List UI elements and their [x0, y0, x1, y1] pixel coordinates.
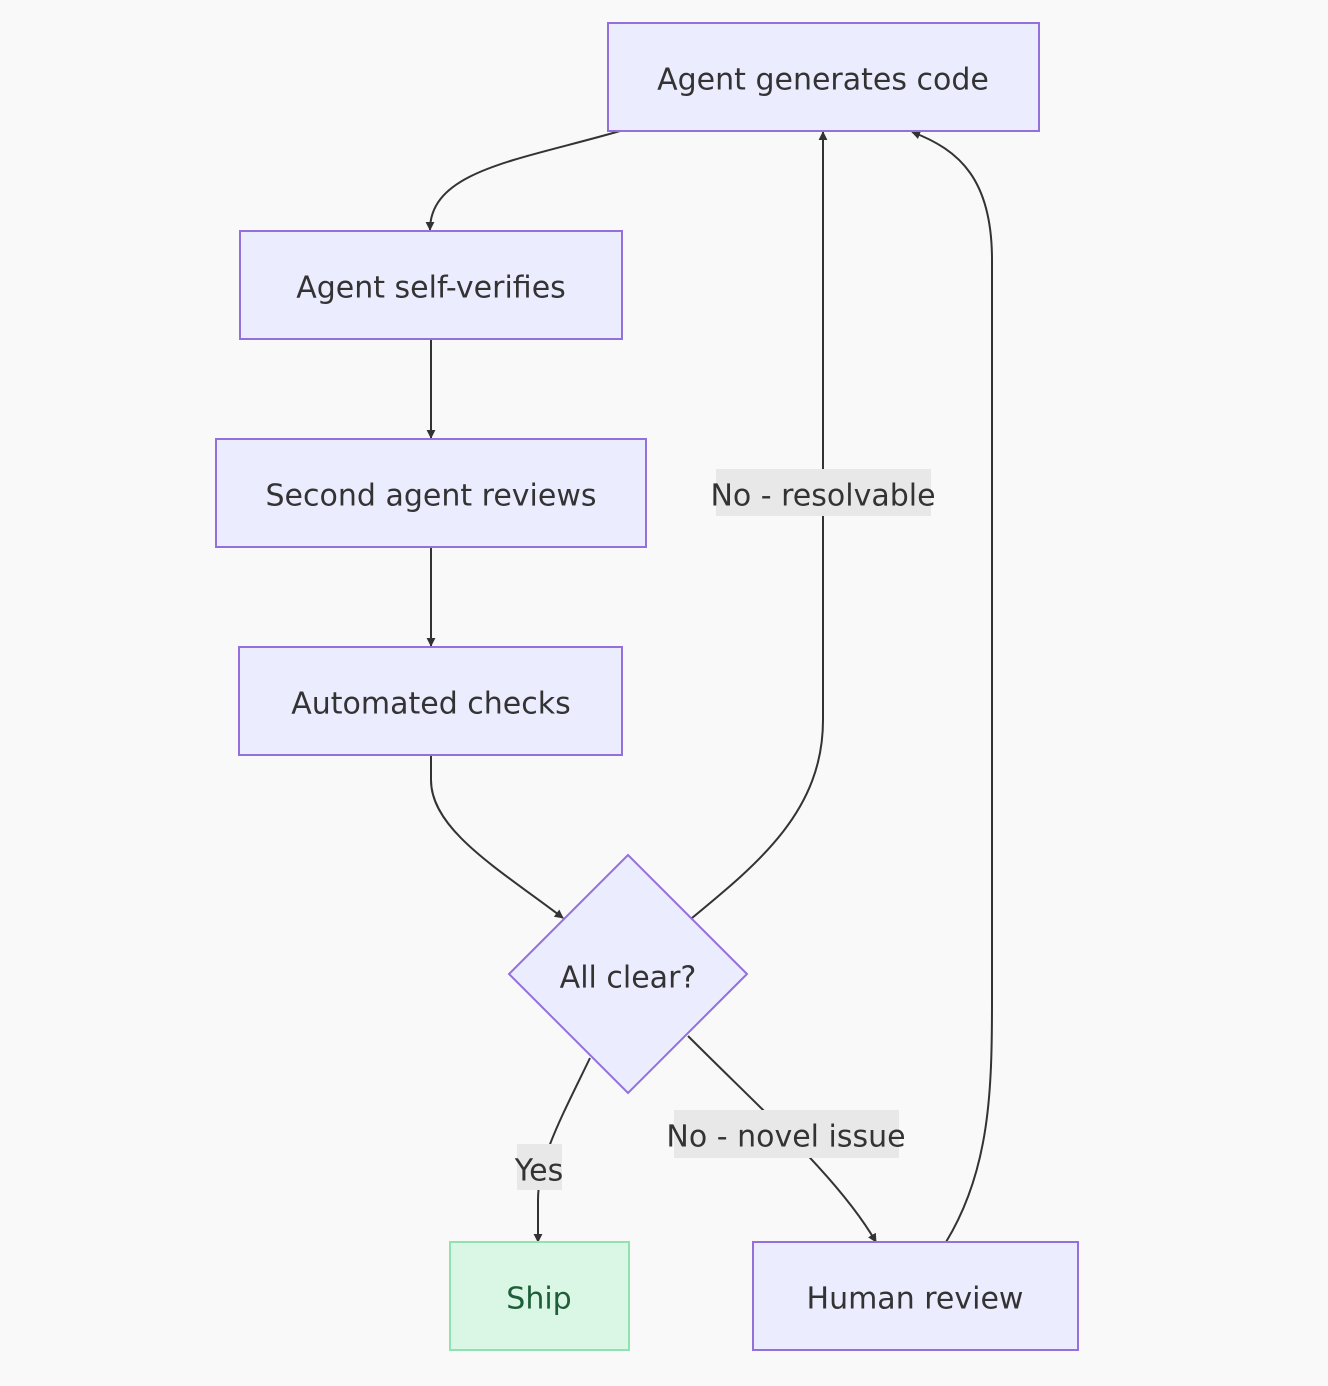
edge-label-resolvable: No - resolvable — [710, 469, 936, 516]
node-automated-checks: Automated checks — [238, 646, 623, 756]
node-human-review-label: Human review — [807, 1282, 1024, 1317]
edge-label-yes: Yes — [514, 1144, 563, 1190]
node-second-agent-reviews-label: Second agent reviews — [266, 479, 597, 514]
node-ship: Ship — [449, 1241, 630, 1351]
decision-all-clear: All clear? — [507, 853, 749, 1095]
node-agent-generates-code: Agent generates code — [607, 22, 1040, 132]
edge-label-novel-text: No - novel issue — [666, 1120, 905, 1155]
edge-decision-yes — [533, 1057, 591, 1243]
node-ship-label: Ship — [506, 1282, 571, 1317]
edge-decision-resolvable — [691, 131, 828, 919]
edge-label-yes-text: Yes — [514, 1154, 563, 1189]
node-agent-self-verifies: Agent self-verifies — [239, 230, 623, 340]
node-automated-checks-label: Automated checks — [291, 687, 571, 722]
node-second-agent-reviews: Second agent reviews — [215, 438, 647, 548]
edge-label-novel: No - novel issue — [666, 1110, 906, 1158]
edge-label-resolvable-text: No - resolvable — [710, 479, 935, 514]
edge-automated-to-decision — [430, 756, 564, 919]
node-agent-generates-code-label: Agent generates code — [657, 63, 989, 98]
node-agent-self-verifies-label: Agent self-verifies — [296, 271, 566, 306]
edge-generate-to-self-verify — [425, 130, 621, 231]
edge-human-to-generate — [911, 130, 993, 1243]
node-human-review: Human review — [752, 1241, 1079, 1351]
decision-all-clear-label: All clear? — [560, 961, 697, 996]
